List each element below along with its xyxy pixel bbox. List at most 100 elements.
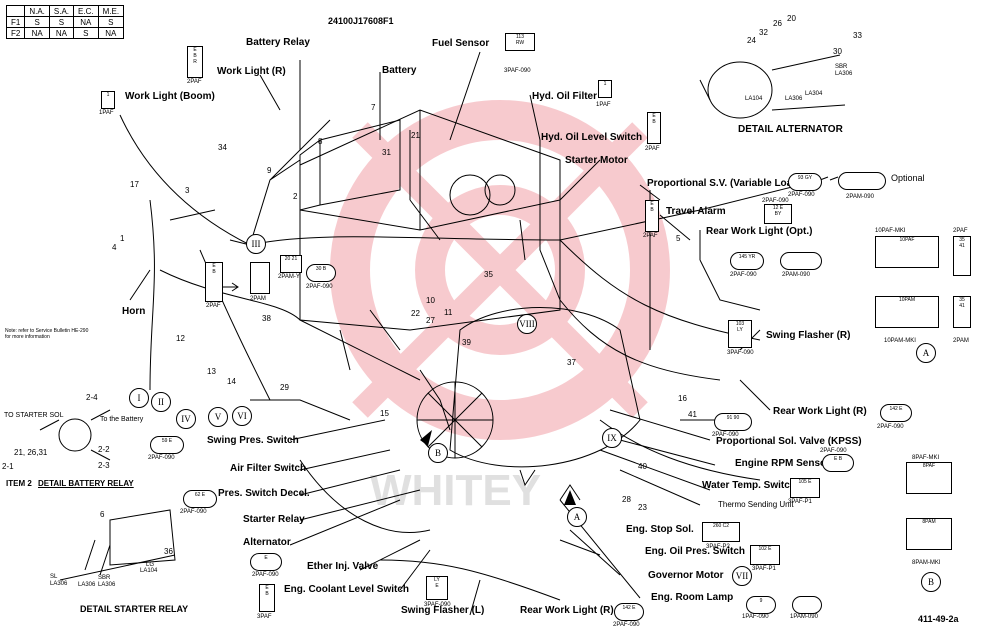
marker-roman-1: I xyxy=(129,388,149,408)
label-detail-starter-relay: DETAIL STARTER RELAY xyxy=(80,604,189,614)
option-table-cell: NA xyxy=(97,27,125,39)
label-battery-relay: Battery Relay xyxy=(246,37,310,48)
part-number: 22 xyxy=(411,309,420,318)
connector-code: 2PAF-090 xyxy=(730,272,757,278)
part-number: 1 xyxy=(120,234,125,243)
option-table-header xyxy=(5,5,26,17)
connector-code: 2PAF-090 xyxy=(613,622,640,628)
option-table-header: E.C. xyxy=(73,5,99,17)
connector-code: 10PAM-MKI xyxy=(884,338,916,344)
part-number: 30 xyxy=(833,47,842,56)
relay-code: LA306 xyxy=(78,582,96,588)
part-number: 32 xyxy=(759,28,768,37)
label-swing-flasher-r: Swing Flasher (R) xyxy=(766,330,851,341)
callout-b-detail: B xyxy=(921,572,941,592)
label-detail-battery-relay: DETAIL BATTERY RELAY xyxy=(38,479,134,488)
part-number: 17 xyxy=(130,180,139,189)
connector-code: 1PAF xyxy=(99,110,114,116)
part-number: 40 xyxy=(638,462,647,471)
connector-2pam-optional xyxy=(838,172,886,190)
label-governor-motor: Governor Motor xyxy=(648,570,724,581)
connector-relay: 30 B xyxy=(306,264,336,282)
part-number: 2-3 xyxy=(98,461,110,470)
watermark-text: WHITEY xyxy=(370,466,541,515)
label-work-light-r: Work Light (R) xyxy=(217,66,286,77)
connector-code: 2PAF xyxy=(953,228,968,234)
connector-oil-pres: 102 E xyxy=(750,545,780,565)
figure-code: 411-49-2a xyxy=(918,614,959,624)
alternator-code: SBR xyxy=(835,64,848,70)
connector-code: 3PAF-090 xyxy=(424,602,451,608)
label-travel-alarm: Travel Alarm xyxy=(666,206,726,217)
part-number: 6 xyxy=(100,510,105,519)
option-table-cell: NA xyxy=(48,27,75,39)
label-eng-room-lamp: Eng. Room Lamp xyxy=(651,592,734,603)
label-battery: Battery xyxy=(382,65,417,76)
relay-code: LA104 xyxy=(140,568,158,574)
part-number: 13 xyxy=(207,367,216,376)
connector-ether: E xyxy=(250,553,282,571)
option-table-cell: F1 xyxy=(5,16,26,28)
part-number: 34 xyxy=(218,143,227,152)
connector-code: 1PAM-090 xyxy=(790,614,818,620)
connector-code: 2PAM-090 xyxy=(782,272,810,278)
relay-code: SL xyxy=(50,574,58,580)
connector-code: 8PAM-MKI xyxy=(912,560,941,566)
option-table-cell: S xyxy=(97,16,125,28)
connector-code: 2PAF-090 xyxy=(788,192,815,198)
label-air-filter-switch: Air Filter Switch xyxy=(230,463,307,474)
connector-code: 2PAM xyxy=(953,338,969,344)
label-rear-work-light-r-right: Rear Work Light (R) xyxy=(773,406,867,417)
alternator-code: LA306 xyxy=(835,71,853,77)
connector-2paf-rear-opt: 145 YR xyxy=(730,252,764,270)
alternator-code: LA104 xyxy=(745,96,763,102)
label-to-the-battery: To the Battery xyxy=(100,416,144,423)
option-table-cell: S xyxy=(48,16,75,28)
part-number: 27 xyxy=(426,316,435,325)
part-number: 2-4 xyxy=(86,393,98,402)
connector-2paf-rear-r: 142 E xyxy=(880,404,912,422)
connector-code: 2PAM xyxy=(250,296,266,302)
connector-2paf-sv: 93 GY xyxy=(788,173,822,191)
part-number: 24 xyxy=(747,36,756,45)
label-thermo-sending-unit: Thermo Sending Unit xyxy=(718,500,794,509)
connector-1paf: 1 xyxy=(101,91,115,109)
option-table-row: F1 S S NA S xyxy=(5,16,125,28)
note-text: Note: refer to Service Bulletin HE-290 f… xyxy=(5,328,89,340)
part-number: 26 xyxy=(773,19,782,28)
label-detail-alternator: DETAIL ALTERNATOR xyxy=(738,124,843,135)
part-number: 29 xyxy=(280,383,289,392)
part-number: 2-1 xyxy=(2,462,14,471)
part-number: 36 xyxy=(164,547,173,556)
connector-rpm: E B xyxy=(822,454,854,472)
label-alternator: Alternator xyxy=(243,537,291,548)
label-swing-flasher-l: Swing Flasher (L) xyxy=(401,605,485,616)
part-number: 23 xyxy=(638,503,647,512)
connector-code: 3PAF xyxy=(257,614,272,620)
part-number: 3 xyxy=(185,186,190,195)
label-horn: Horn xyxy=(122,306,146,317)
part-number: 9 xyxy=(267,166,272,175)
part-number: 41 xyxy=(688,410,697,419)
marker-roman-8: VIII xyxy=(517,314,537,334)
connector-code: 1PAF xyxy=(596,102,611,108)
part-number: 21, 26,31 xyxy=(14,448,48,457)
part-number: 31 xyxy=(382,148,391,157)
connector-code: 2PAF xyxy=(206,303,221,309)
marker-roman-9: IX xyxy=(602,428,622,448)
connector-2pam-rear-opt xyxy=(780,252,822,270)
part-number: 2 xyxy=(293,192,298,201)
part-number: 15 xyxy=(380,409,389,418)
connector-code: 2PAF-090 xyxy=(180,509,207,515)
label-optional: Optional xyxy=(891,173,925,183)
connector-water-temp: 105 E xyxy=(790,478,820,498)
